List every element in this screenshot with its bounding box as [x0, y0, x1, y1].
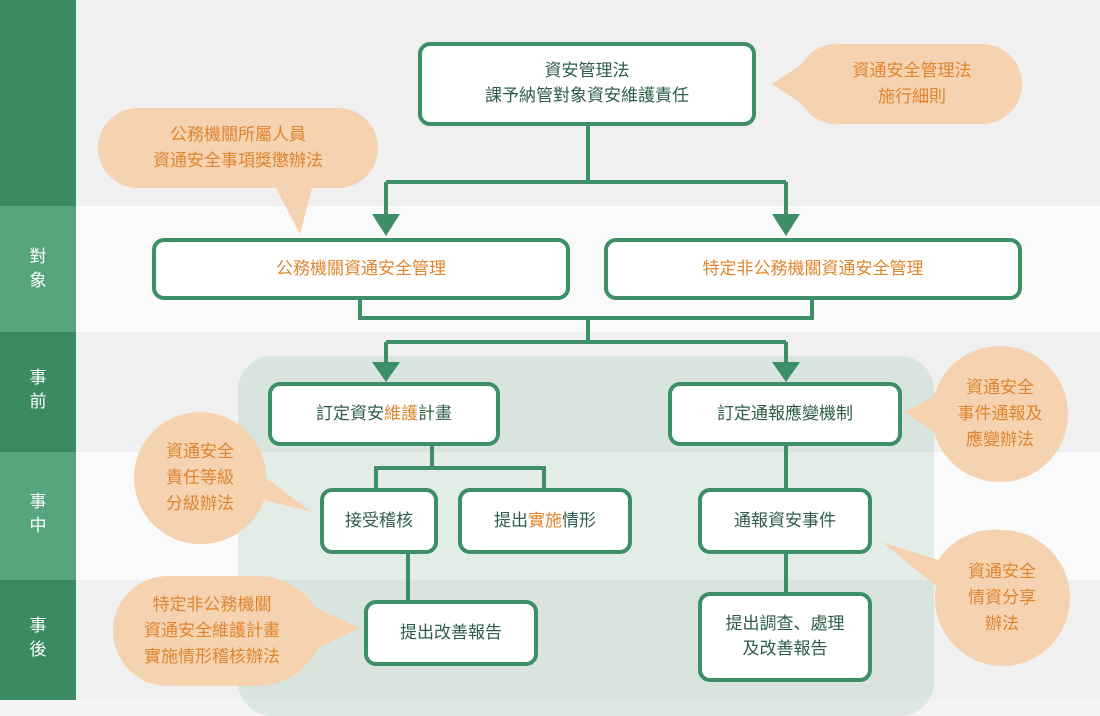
bubble-intel-sharing: 資通安全 情資分享 辦法 [968, 562, 1036, 634]
sidebar-label-after: 事 後 [29, 616, 47, 660]
box-response-mechanism-label: 訂定通報應變機制 [717, 403, 853, 424]
bubble-shape-enforcement-rules [772, 43, 1022, 125]
box-improvement-report-label: 提出改善報告 [400, 622, 502, 643]
box-maintenance-plan: 訂定資安維護計畫 [268, 382, 500, 446]
speech-bubbles [98, 43, 1070, 687]
bubble-shape-audit-rules [113, 575, 360, 687]
connectors [358, 124, 814, 600]
box-investigation-report-label: 提出調查、處理 及改善報告 [725, 614, 845, 659]
box-private-agency: 特定非公務機關資通安全管理 [604, 238, 1022, 300]
bubble-personnel-rewards: 公務機關所屬人員 資通安全事項獎懲辦法 [153, 125, 323, 171]
box-root: 資安管理法 課予納管對象資安維護責任 [418, 42, 756, 126]
arrow-icon [772, 214, 800, 236]
sidebar-target [0, 206, 76, 332]
bubble-shape-incident-response [904, 345, 1068, 483]
box-accept-audit: 接受稽核 [320, 488, 438, 554]
plan-text-b: 維護 [384, 403, 418, 424]
bubble-enforcement-rules: 資通安全管理法 施行細則 [852, 61, 972, 107]
box-root-label: 資安管理法 課予納管對象資安維護責任 [485, 61, 689, 106]
bubble-shape-personnel-rewards [98, 108, 378, 234]
box-implementation-status-label: 提出實施情形 [494, 509, 596, 534]
impl-text-a: 提出 [494, 510, 528, 531]
connector-root-split [384, 124, 788, 214]
box-accept-audit-label: 接受稽核 [345, 510, 413, 531]
bubble-responsibility-levels: 資通安全 責任等級 分級辦法 [166, 442, 234, 514]
box-implementation-status: 提出實施情形 [458, 488, 632, 554]
arrow-icon [372, 214, 400, 236]
impl-text-c: 情形 [562, 510, 596, 531]
box-response-mechanism: 訂定通報應變機制 [668, 382, 902, 446]
box-investigation-report: 提出調查、處理 及改善報告 [698, 592, 872, 682]
diagram-canvas [98, 43, 1070, 687]
sidebar-after [0, 580, 76, 700]
box-public-agency-label: 公務機關資通安全管理 [276, 258, 446, 279]
sidebar-label-target: 對 象 [29, 247, 47, 291]
bubble-audit-rules: 特定非公務機關 資通安全維護計畫 實施情形稽核辦法 [144, 595, 280, 667]
box-public-agency: 公務機關資通安全管理 [152, 238, 570, 300]
sidebar-during [0, 452, 76, 580]
box-notify-incident: 通報資安事件 [698, 488, 872, 554]
bubble-shape-responsibility-levels [134, 412, 312, 545]
plan-text-c: 計畫 [418, 403, 452, 424]
sidebar-label-before: 事 前 [29, 368, 47, 412]
box-notify-incident-label: 通報資安事件 [734, 510, 836, 531]
connector-merge [358, 298, 814, 366]
impl-text-b: 實施 [528, 510, 562, 531]
bubble-shape-intel-sharing [882, 529, 1070, 666]
bubble-incident-response: 資通安全 事件通報及 應變辦法 [957, 378, 1043, 450]
sidebar-label-during: 事 中 [29, 492, 47, 536]
plan-text-a: 訂定資安 [316, 403, 384, 424]
arrowheads [372, 214, 800, 382]
box-maintenance-plan-label: 訂定資安維護計畫 [316, 402, 452, 427]
connector-plan-split [374, 444, 546, 490]
sidebar-top [0, 0, 76, 206]
arrow-icon [372, 362, 400, 382]
box-private-agency-label: 特定非公務機關資通安全管理 [702, 258, 924, 279]
box-improvement-report: 提出改善報告 [364, 600, 538, 666]
arrow-icon [772, 362, 800, 382]
sidebar-before [0, 332, 76, 452]
